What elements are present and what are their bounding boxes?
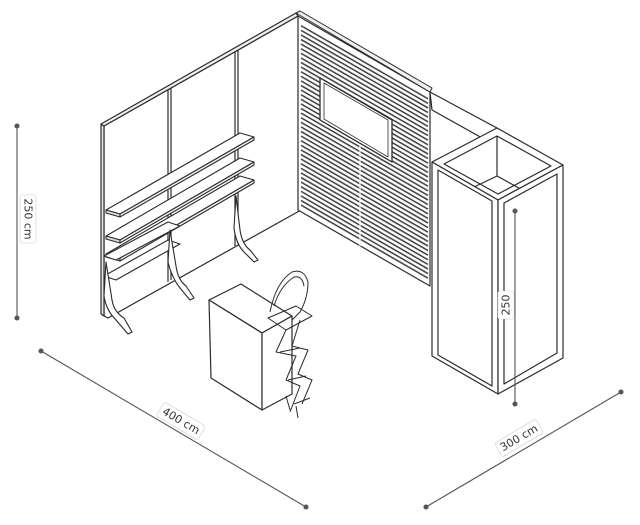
wall-slat <box>300 190 429 266</box>
back-wall-top-edge <box>295 10 433 93</box>
cabinet-height-label: 250 <box>500 295 513 316</box>
wall-slat <box>300 158 429 233</box>
wall-slat <box>300 48 429 123</box>
cabinet-right-face-inner <box>503 173 558 385</box>
wall-slat <box>300 172 429 247</box>
depth-dimension-line <box>425 391 622 508</box>
wall-slat <box>300 204 429 279</box>
shelf-support-leg <box>233 195 259 263</box>
height-label: 250 cm <box>22 198 35 239</box>
reception-counter <box>208 283 293 411</box>
wall-shelving <box>103 132 259 335</box>
shelf-edge <box>119 179 255 262</box>
shelf-support-leg <box>167 229 195 301</box>
wall-slat <box>300 126 429 201</box>
stool-leg <box>291 319 313 405</box>
wall-slat <box>300 29 429 105</box>
wall-slat <box>300 135 429 210</box>
dimensions <box>14 123 624 510</box>
wall-slat <box>300 199 429 275</box>
wall-slat <box>300 57 429 132</box>
shelf-edge <box>119 161 255 244</box>
dimension-endpoint <box>38 348 44 354</box>
dimension-endpoint <box>14 315 20 321</box>
dimension-endpoint <box>512 208 518 214</box>
shelf-edge <box>119 136 255 218</box>
left-wall-front-edge <box>100 123 105 317</box>
wall-slat <box>300 149 429 224</box>
wall-slat <box>300 25 429 100</box>
wall-slat <box>300 140 429 215</box>
shelf-support-leg <box>103 261 133 335</box>
wall-slat <box>300 121 429 197</box>
back-wall-slats <box>300 25 429 279</box>
wall-slat <box>300 167 429 243</box>
wall-slat <box>300 112 429 187</box>
dimension-endpoint <box>423 504 429 510</box>
dimension-endpoint <box>512 401 518 407</box>
wall-slat <box>300 117 429 192</box>
wall-slat <box>300 38 429 114</box>
dimension-endpoint <box>303 504 309 510</box>
wall-slat <box>300 176 429 252</box>
wall-slat <box>300 153 429 229</box>
wall-slat <box>300 43 429 118</box>
wall-slat <box>300 186 429 261</box>
stool-leg <box>275 329 301 413</box>
width-dimension-line <box>40 350 307 508</box>
wall-slat <box>300 163 429 238</box>
shelf <box>103 221 181 261</box>
counter-side <box>261 315 293 411</box>
stool-seat <box>267 305 313 331</box>
stool-backrest <box>269 270 309 321</box>
dimension-endpoint <box>14 123 20 129</box>
storage-cabinet <box>429 91 564 395</box>
shelf <box>103 239 181 281</box>
dimension-endpoint <box>618 389 624 395</box>
wall-slat <box>300 52 429 128</box>
cabinet-left-face-inner <box>437 169 493 387</box>
display-screen-inner <box>323 82 389 158</box>
wall-slat <box>300 181 429 256</box>
wall-slat <box>300 34 429 109</box>
wall-slat <box>300 195 429 270</box>
bar-stool <box>267 270 313 419</box>
wall-slat <box>300 61 429 137</box>
wall-slat <box>300 144 429 220</box>
wall-slat <box>300 130 429 206</box>
back-wall <box>295 10 433 287</box>
